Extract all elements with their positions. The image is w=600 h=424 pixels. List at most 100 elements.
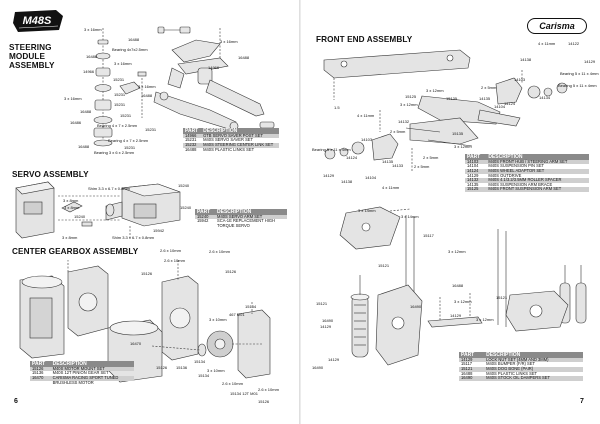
steering-label: Bearing 4 x 7 x 2.5mm [108, 138, 149, 143]
shock-label: 3 x 14mm [358, 208, 376, 213]
gearbox-label: 3 x 10mm [207, 368, 225, 373]
page-number-right: 7 [580, 398, 584, 405]
table-header-row: PART DESCRIPTION [183, 128, 279, 134]
gearbox-label: 15134 [198, 373, 210, 378]
part-cell: 14129 [459, 357, 485, 363]
part-col-header: PART [195, 209, 216, 215]
servo-drawing [15, 181, 181, 239]
steering-label: Bearing 3 x 6 x 2.5mm [94, 150, 135, 155]
front-label: 14135 [382, 159, 394, 164]
shock-label: 16490 [410, 304, 422, 309]
front-end-drawing [323, 49, 568, 172]
description-cell: LOCK NUT SET (4MM AND 3MM) [484, 357, 583, 363]
page-fold [299, 0, 301, 424]
part-cell: 15126 [30, 366, 51, 372]
steering-label: Bearing 4 x 7 x 2.5mm [97, 123, 138, 128]
left-page: M48S STEERING MODULE ASSEMBLY [9, 10, 287, 405]
table-row: 15231 M40S SERVO SAVER SET [183, 138, 279, 143]
description-cell: M40S OUTDRIVE [488, 172, 522, 178]
description-cell: M40S FRONT SUSPENSION ARM SET [486, 187, 589, 192]
front-label: 15135 [446, 96, 458, 101]
part-cell: 14124 [465, 168, 487, 174]
table-header-row: PART DESCRIPTION [459, 352, 583, 358]
logo-text: M48S [23, 15, 52, 27]
table-row: BRUSHLESS MOTOR [30, 380, 134, 386]
shock-label: 3 x 12mm [476, 317, 494, 322]
description-cell: M40S SERVO ARM SET [215, 214, 287, 220]
servo-label: 3 x 8mm [62, 235, 78, 240]
description-cell: M40S STEERING CENTER LINK SET [201, 142, 279, 148]
gearbox-label: 15126 [225, 269, 237, 274]
part-cell: 15232 [183, 142, 202, 148]
steering-label: 16488 [86, 54, 98, 59]
description-col-header: DESCRIPTION [484, 352, 583, 358]
steering-label: 16486 [70, 120, 82, 125]
gearbox-label: 2.6 x 10mm [164, 258, 185, 263]
table-row: TORQUE SERVO [195, 223, 287, 229]
part-col-header: PART [30, 361, 51, 367]
front-label: 14135 [479, 96, 491, 101]
steering-label: 14966 [208, 65, 220, 70]
gearbox-label: 2.6 x 10mm [209, 249, 230, 254]
gearbox-label: 15126 [156, 365, 168, 370]
steering-title: STEERING MODULE ASSEMBLY [9, 43, 55, 70]
shock-label: 14129 [328, 357, 340, 362]
shock-label: 15121 [496, 295, 508, 300]
steering-label: 3 x 16mm [64, 96, 82, 101]
front-label: 14124 [504, 101, 516, 106]
steering-label: 14966 [83, 69, 95, 74]
part-cell: 15240 [195, 214, 216, 220]
shock-label: 16488 [452, 283, 464, 288]
description-cell: CARISMA RACING SPORT TUNED [50, 375, 134, 381]
m48s-logo: M48S [13, 10, 63, 32]
part-cell: 14129 [467, 172, 479, 178]
description-cell: SCA-1E REPLACEMENT HIGH [217, 218, 275, 224]
front-label: 14138 [520, 57, 532, 62]
shock-label: 16490 [322, 318, 334, 323]
part-cell: 15117 [461, 361, 473, 367]
servo-label: 3 x 8mm [63, 198, 79, 203]
front-label: 4 x 11mm [538, 41, 556, 46]
front-label: 14104 [365, 175, 377, 180]
description-col-header: DESCRIPTION [201, 128, 279, 134]
front-label: 2 x 5mm [423, 155, 439, 160]
front-label: 14138 [341, 179, 353, 184]
part-cell: 16470 [30, 375, 51, 381]
gearbox-label: 15134 12T M01 [230, 391, 258, 396]
steering-label: 16488 [78, 144, 90, 149]
front-label: Bearing 5 x 11 x 4mm [558, 83, 597, 88]
description-cell: M40S PLASTIC LINKS SET [203, 146, 255, 152]
front-label: 2 x 5mm [481, 85, 497, 90]
steering-label: 16488 [128, 37, 140, 42]
part-cell: 15121 [459, 366, 485, 372]
steering-label: Bearing 4x7x2.5mm [112, 47, 148, 52]
right-page: FRONT END ASSEMBLY Carisma [300, 0, 600, 424]
description-cell: M40S DOG BONE (PAIR) [484, 366, 583, 372]
part-cell: 15942 [197, 218, 209, 224]
gearbox-label: 2.6 x 10mm [160, 248, 181, 253]
front-label: 14122 [568, 41, 580, 46]
description-cell: M40S SERVO SAVER SET [203, 137, 254, 143]
part-cell: 15231 [185, 137, 197, 143]
steering-label: 15231 [124, 145, 136, 150]
description-cell: M40S WHEEL ADAPTOR SET [486, 168, 589, 174]
steering-label: 15231 [120, 113, 132, 118]
front-label: 3 x 12mm [400, 102, 418, 107]
front-label: 14132 [398, 119, 410, 124]
part-cell [30, 381, 51, 386]
gearbox-label: 15134 [245, 304, 257, 309]
front-label: 4 x 11mm [357, 113, 375, 118]
part-cell: 14135 [467, 181, 479, 187]
steering-module-drawing [93, 26, 275, 147]
servo-label: 15240 [180, 205, 192, 210]
part-cell: 14103 [465, 159, 487, 165]
shock-label: 15117 [423, 233, 434, 238]
servo-label: 15240 [178, 183, 190, 188]
